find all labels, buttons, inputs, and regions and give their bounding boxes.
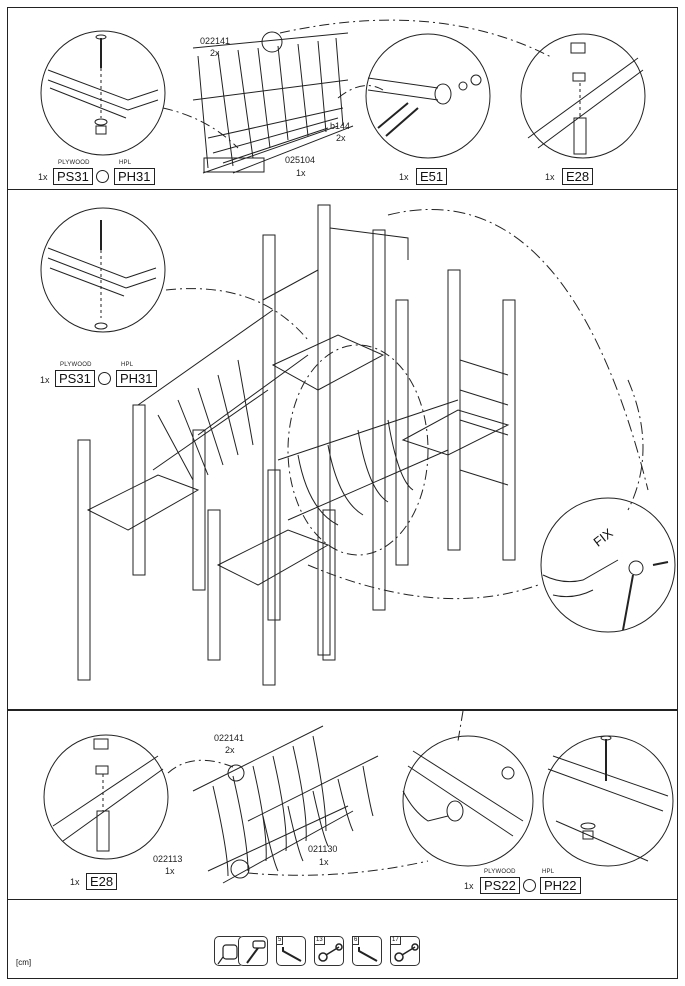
hex-key-icon: 6 — [352, 936, 382, 966]
part-qty: 2x — [225, 745, 235, 755]
hpl-sub: HPL — [542, 869, 555, 875]
spanner-icon: 13 — [314, 936, 344, 966]
detail-qty: 1x — [464, 881, 474, 891]
detail-circle-plywood — [542, 735, 674, 867]
part-qty: 2x — [336, 133, 346, 143]
bottom-assembly-panel: 022141 2x 022113 1x 021130 1x 1x E28 1x … — [7, 710, 678, 900]
part-code: 021130 — [308, 844, 338, 854]
top-assembly-panel: 022141 2x b144 2x 025104 1x 1x PLYWOOD H… — [7, 7, 678, 190]
part-qty: 1x — [296, 168, 306, 178]
detail-qty: 1x — [38, 172, 48, 182]
detail-circle-bolt — [402, 735, 534, 867]
hpl-sub: HPL — [119, 160, 132, 166]
tool-size: 5 — [276, 936, 284, 945]
part-qty: 2x — [210, 48, 220, 58]
alternative-ring-icon — [98, 372, 111, 385]
spanner-icon: 17 — [390, 936, 420, 966]
e51-code: E51 — [416, 168, 448, 185]
alternative-ring-icon — [523, 879, 536, 892]
detail-circle-e28 — [43, 734, 169, 860]
bottom-panel-drawing — [43, 711, 674, 884]
hpl-code: PH22 — [540, 877, 581, 894]
main-assembly-panel: 1x PLYWOOD HPL PS31 PH31 FIX — [7, 190, 678, 710]
e28-code: E28 — [562, 168, 594, 185]
unit-label: [cm] — [16, 958, 32, 967]
plywood-code: PS31 — [53, 168, 93, 185]
tool-size: 6 — [352, 936, 360, 945]
plywood-sub: PLYWOOD — [58, 160, 90, 166]
playground-structure-drawing — [40, 204, 676, 686]
e28-code: E28 — [86, 873, 118, 890]
part-code: 022113 — [153, 854, 183, 864]
detail-qty: 1x — [545, 172, 555, 182]
plywood-sub: PLYWOOD — [60, 362, 92, 368]
alternative-ring-icon — [96, 170, 109, 183]
plywood-code: PS31 — [55, 370, 95, 387]
mallet-icon — [238, 936, 268, 966]
detail-qty: 1x — [70, 877, 80, 887]
hpl-code: PH31 — [114, 168, 155, 185]
detail-qty: 1x — [40, 375, 50, 385]
part-code: 022141 — [200, 36, 231, 46]
part-qty: 1x — [319, 857, 329, 867]
part-code: b144 — [330, 121, 351, 131]
detail-circle-fix — [540, 497, 676, 633]
detail-circle-e51 — [365, 33, 491, 159]
hpl-sub: HPL — [121, 362, 134, 368]
tool-size: 13 — [314, 936, 325, 945]
detail-circle-plywood — [40, 207, 166, 333]
tool-size: 17 — [390, 936, 401, 945]
plywood-sub: PLYWOOD — [484, 869, 516, 875]
part-code: 025104 — [285, 155, 316, 165]
detail-circle-e28 — [520, 33, 646, 159]
hex-key-icon: 5 — [276, 936, 306, 966]
part-code: 022141 — [214, 733, 245, 743]
plywood-code: PS22 — [480, 877, 520, 894]
detail-qty: 1x — [399, 172, 409, 182]
hpl-code: PH31 — [116, 370, 157, 387]
part-qty: 1x — [165, 866, 175, 876]
detail-circle-plywood — [40, 30, 166, 156]
top-panel-drawing — [40, 19, 646, 174]
